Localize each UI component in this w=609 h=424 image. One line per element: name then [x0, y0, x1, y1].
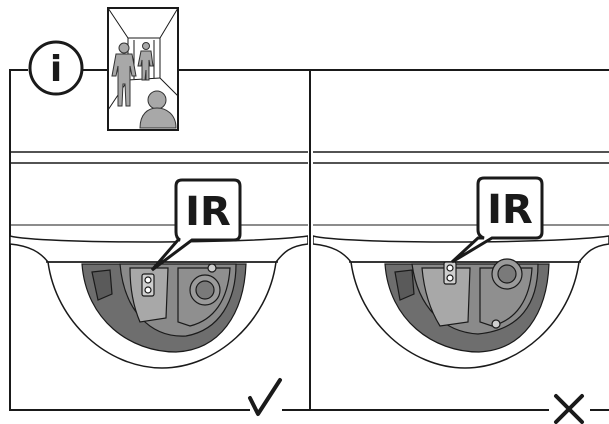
ir-label: IR [487, 187, 533, 233]
info-icon [28, 40, 84, 96]
ir-label: IR [185, 189, 231, 235]
checkmark-icon [248, 378, 282, 416]
dome-cover [350, 261, 580, 369]
person-silhouette-icon [111, 42, 177, 129]
ir-callout: IR [450, 176, 544, 264]
dome-cover [47, 261, 277, 369]
panel-left: IR [10, 151, 308, 416]
cross-icon [554, 394, 584, 424]
panel-right: IR [313, 151, 609, 424]
ir-callout: IR [150, 178, 242, 272]
dome-housing [10, 235, 308, 263]
corridor-scene-icon [107, 7, 179, 131]
info-symbol: i [50, 49, 62, 90]
ceiling-lines [313, 151, 609, 164]
camera-module [384, 258, 550, 353]
camera-module [81, 263, 247, 353]
diagram-frame [9, 69, 609, 411]
ceiling-lines [10, 151, 308, 164]
info-badge: i [28, 40, 84, 96]
